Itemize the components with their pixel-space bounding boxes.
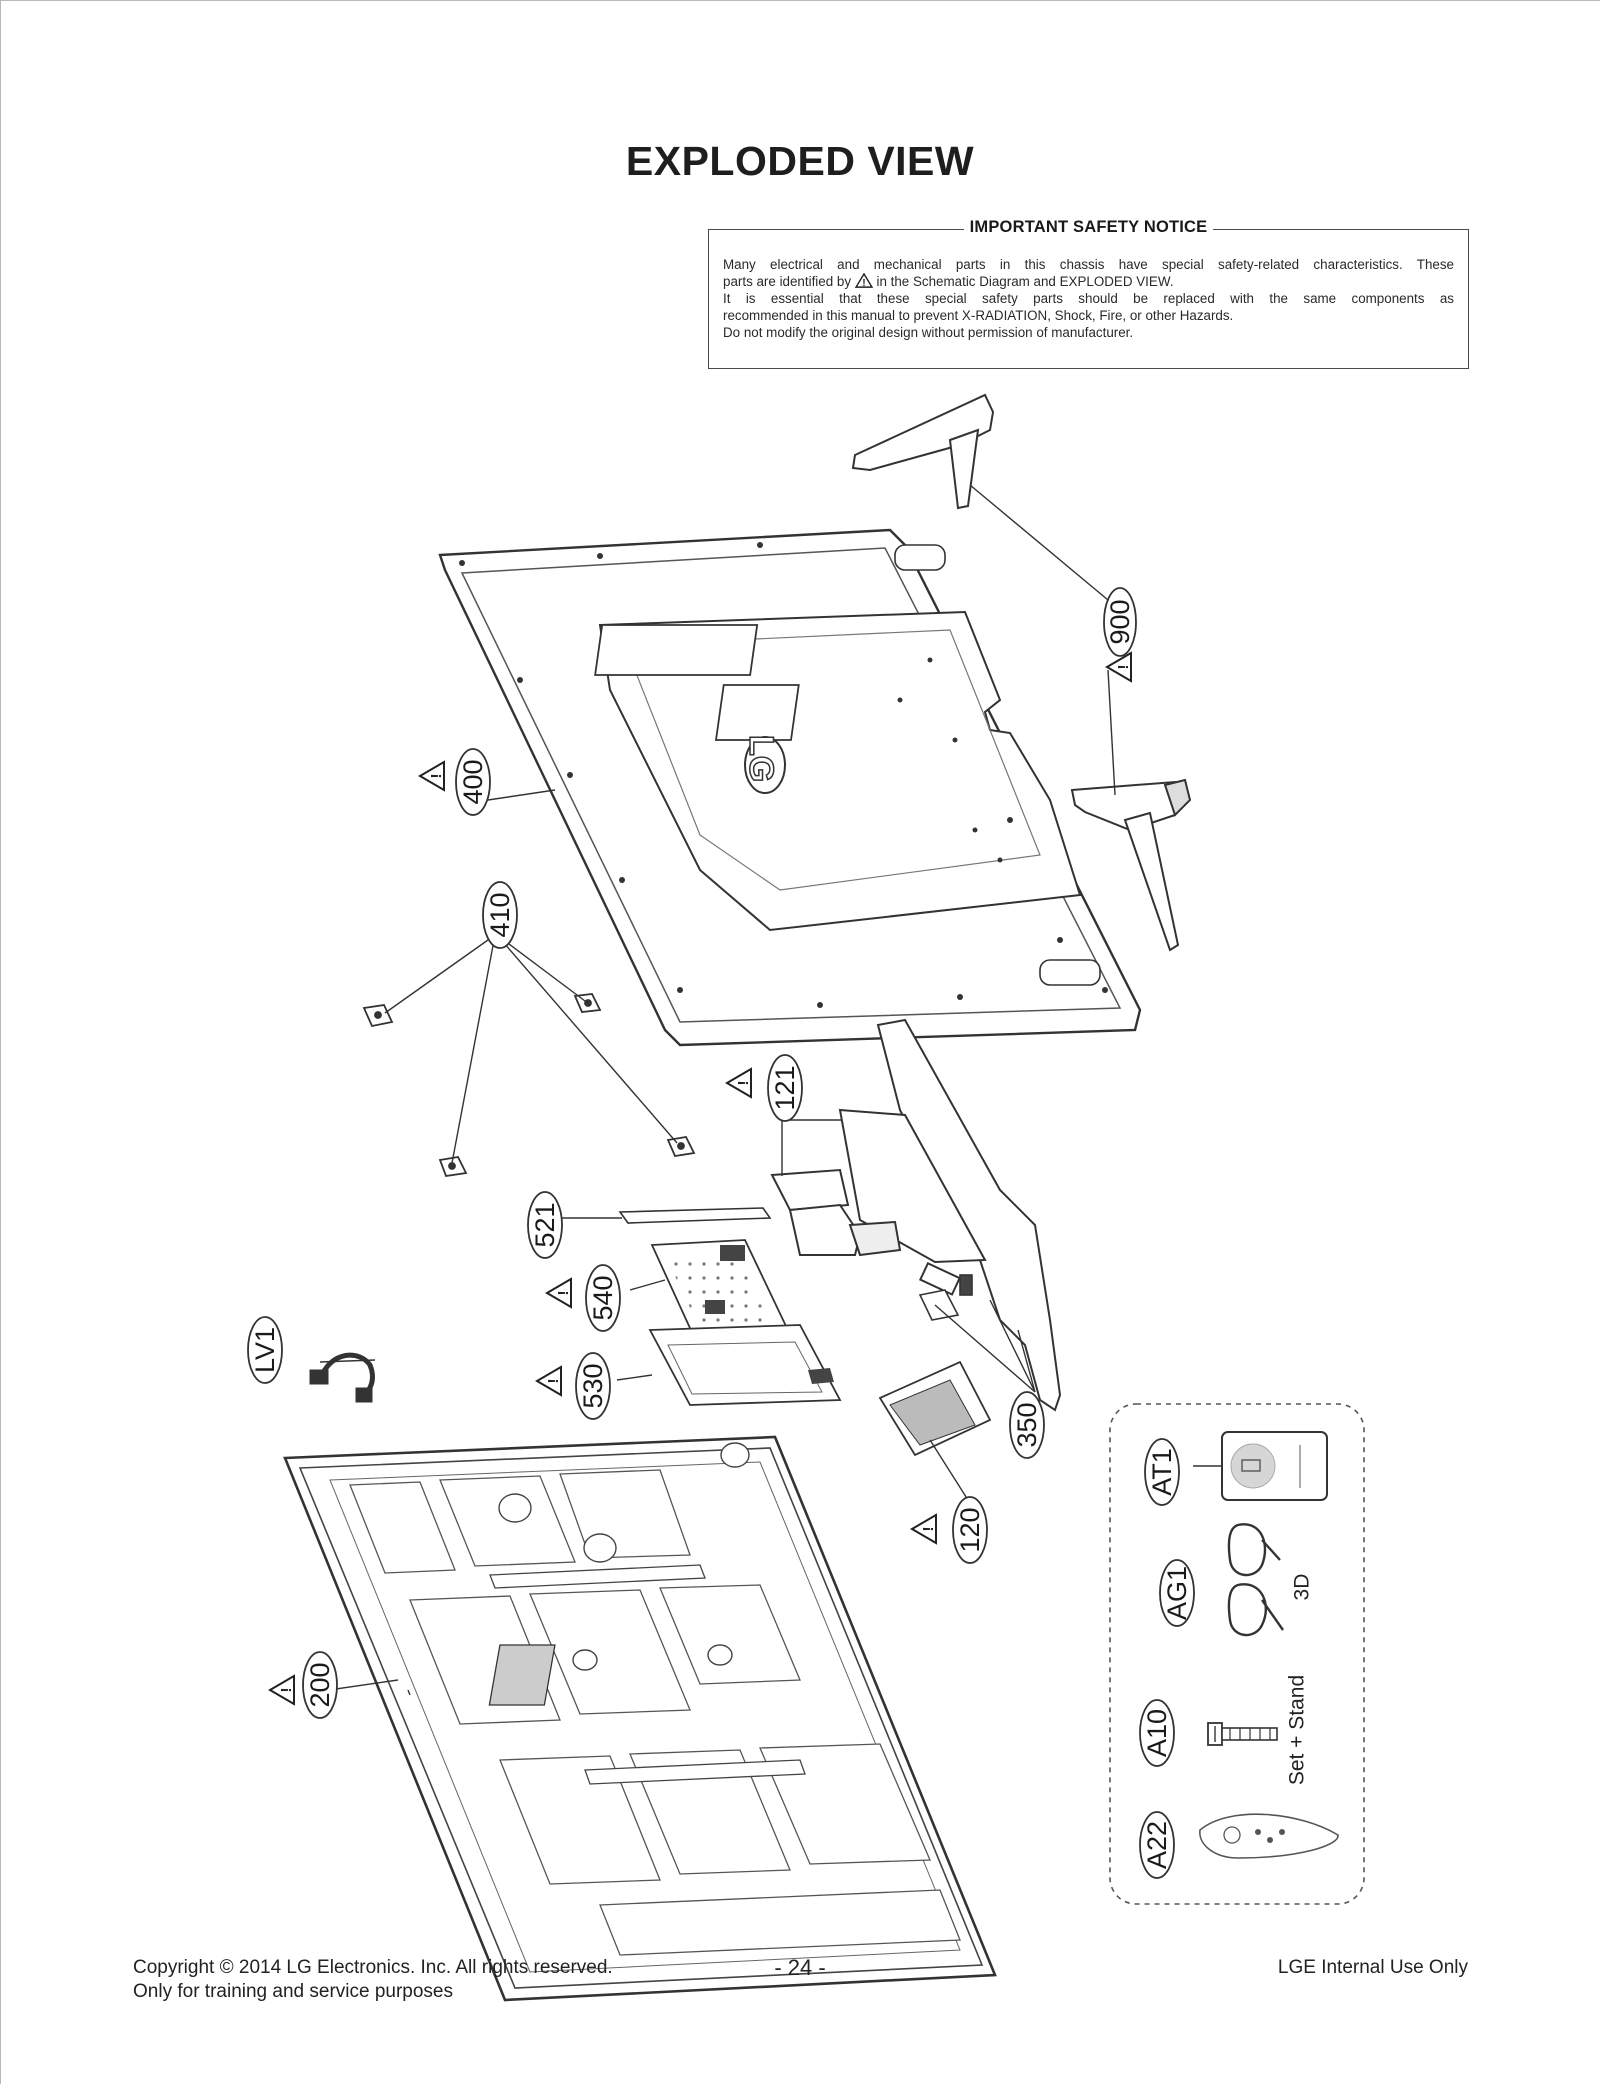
callout-121: 121 [726,1054,803,1122]
svg-text:121: 121 [770,1065,800,1110]
svg-text:521: 521 [530,1202,560,1247]
callout-410: 410 [482,881,518,949]
svg-text:200: 200 [305,1662,335,1707]
screw-label: Set + Stand [1286,1675,1309,1785]
svg-text:!: ! [862,278,865,288]
callout-120: 120 [911,1496,988,1564]
svg-text:A22: A22 [1142,1821,1172,1869]
notice-line-4: recommended in this manual to prevent X-… [723,308,1234,323]
magic-remote-a22 [1199,1813,1339,1859]
bottom-bracket-120 [878,1360,992,1457]
footer-purpose: Only for training and service purposes [133,1981,453,2002]
callout-LV1: LV1 [247,1316,283,1384]
svg-text:A10: A10 [1142,1709,1172,1757]
callout-530: 530 [536,1352,611,1420]
svg-text:AG1: AG1 [1162,1566,1192,1620]
svg-text:AT1: AT1 [1147,1448,1177,1496]
page-border-left [0,0,1,2084]
leader-lines [314,484,1222,1696]
svg-text:540: 540 [588,1275,618,1320]
accessory-box [1109,1403,1365,1905]
3d-glasses-ag1 [1227,1523,1284,1637]
safety-notice-box: IMPORTANT SAFETY NOTICE Many electrical … [708,218,1469,369]
glasses-label: 3D [1291,1574,1314,1601]
notice-line-3: It is essential that these special safet… [723,291,1454,306]
footer-copyright: Copyright © 2014 LG Electronics. Inc. Al… [133,1957,613,1978]
notice-line-2: parts are identified by ! in the Schemat… [723,273,1174,289]
svg-text:900: 900 [1105,599,1135,644]
callout-540: 540 [546,1264,621,1332]
remote-holder-at1 [1221,1431,1328,1501]
small-clips [362,993,696,1177]
callout-200: 200 [269,1651,338,1719]
main-frame-bracket [770,1018,1062,1412]
stand-assembly [851,393,1192,952]
callout-A10: A10 [1139,1699,1175,1767]
svg-text:530: 530 [578,1363,608,1408]
callout-521: 521 [527,1191,563,1259]
svg-text:LV1: LV1 [250,1327,280,1373]
notice-line-5: Do not modify the original design withou… [723,325,1134,340]
small-board-350 [918,1274,973,1321]
main-board [618,1207,797,1351]
back-cover-logo: LG [742,735,780,782]
callout-350: 350 [1009,1391,1045,1459]
safety-notice-text: Many electrical and mechanical parts in … [723,256,1454,341]
svg-text:410: 410 [485,892,515,937]
svg-text:400: 400 [458,759,488,804]
stand-screw-a10 [1207,1722,1278,1746]
callout-AG1: AG1 [1159,1559,1195,1627]
footer-internal: LGE Internal Use Only [1277,1957,1468,1978]
svg-text:350: 350 [1012,1402,1042,1447]
page-border-top [0,0,1600,1]
display-panel [283,1435,997,2002]
svg-text:120: 120 [955,1507,985,1552]
footer-page-number: - 24 - [774,1955,826,1980]
back-cover: LG [438,528,1142,1047]
safety-notice-heading: IMPORTANT SAFETY NOTICE [963,218,1214,236]
page-title: EXPLODED VIEW [625,138,975,184]
footer-left: Copyright © 2014 LG Electronics. Inc. Al… [133,1956,613,2004]
callout-900: 900 [1103,587,1137,682]
power-board [648,1324,842,1406]
notice-line-1: Many electrical and mechanical parts in … [723,257,1454,272]
callout-400: 400 [419,748,491,816]
callout-A22: A22 [1139,1811,1175,1879]
warning-triangle-icon: ! [854,273,873,288]
callout-AT1: AT1 [1144,1438,1180,1506]
